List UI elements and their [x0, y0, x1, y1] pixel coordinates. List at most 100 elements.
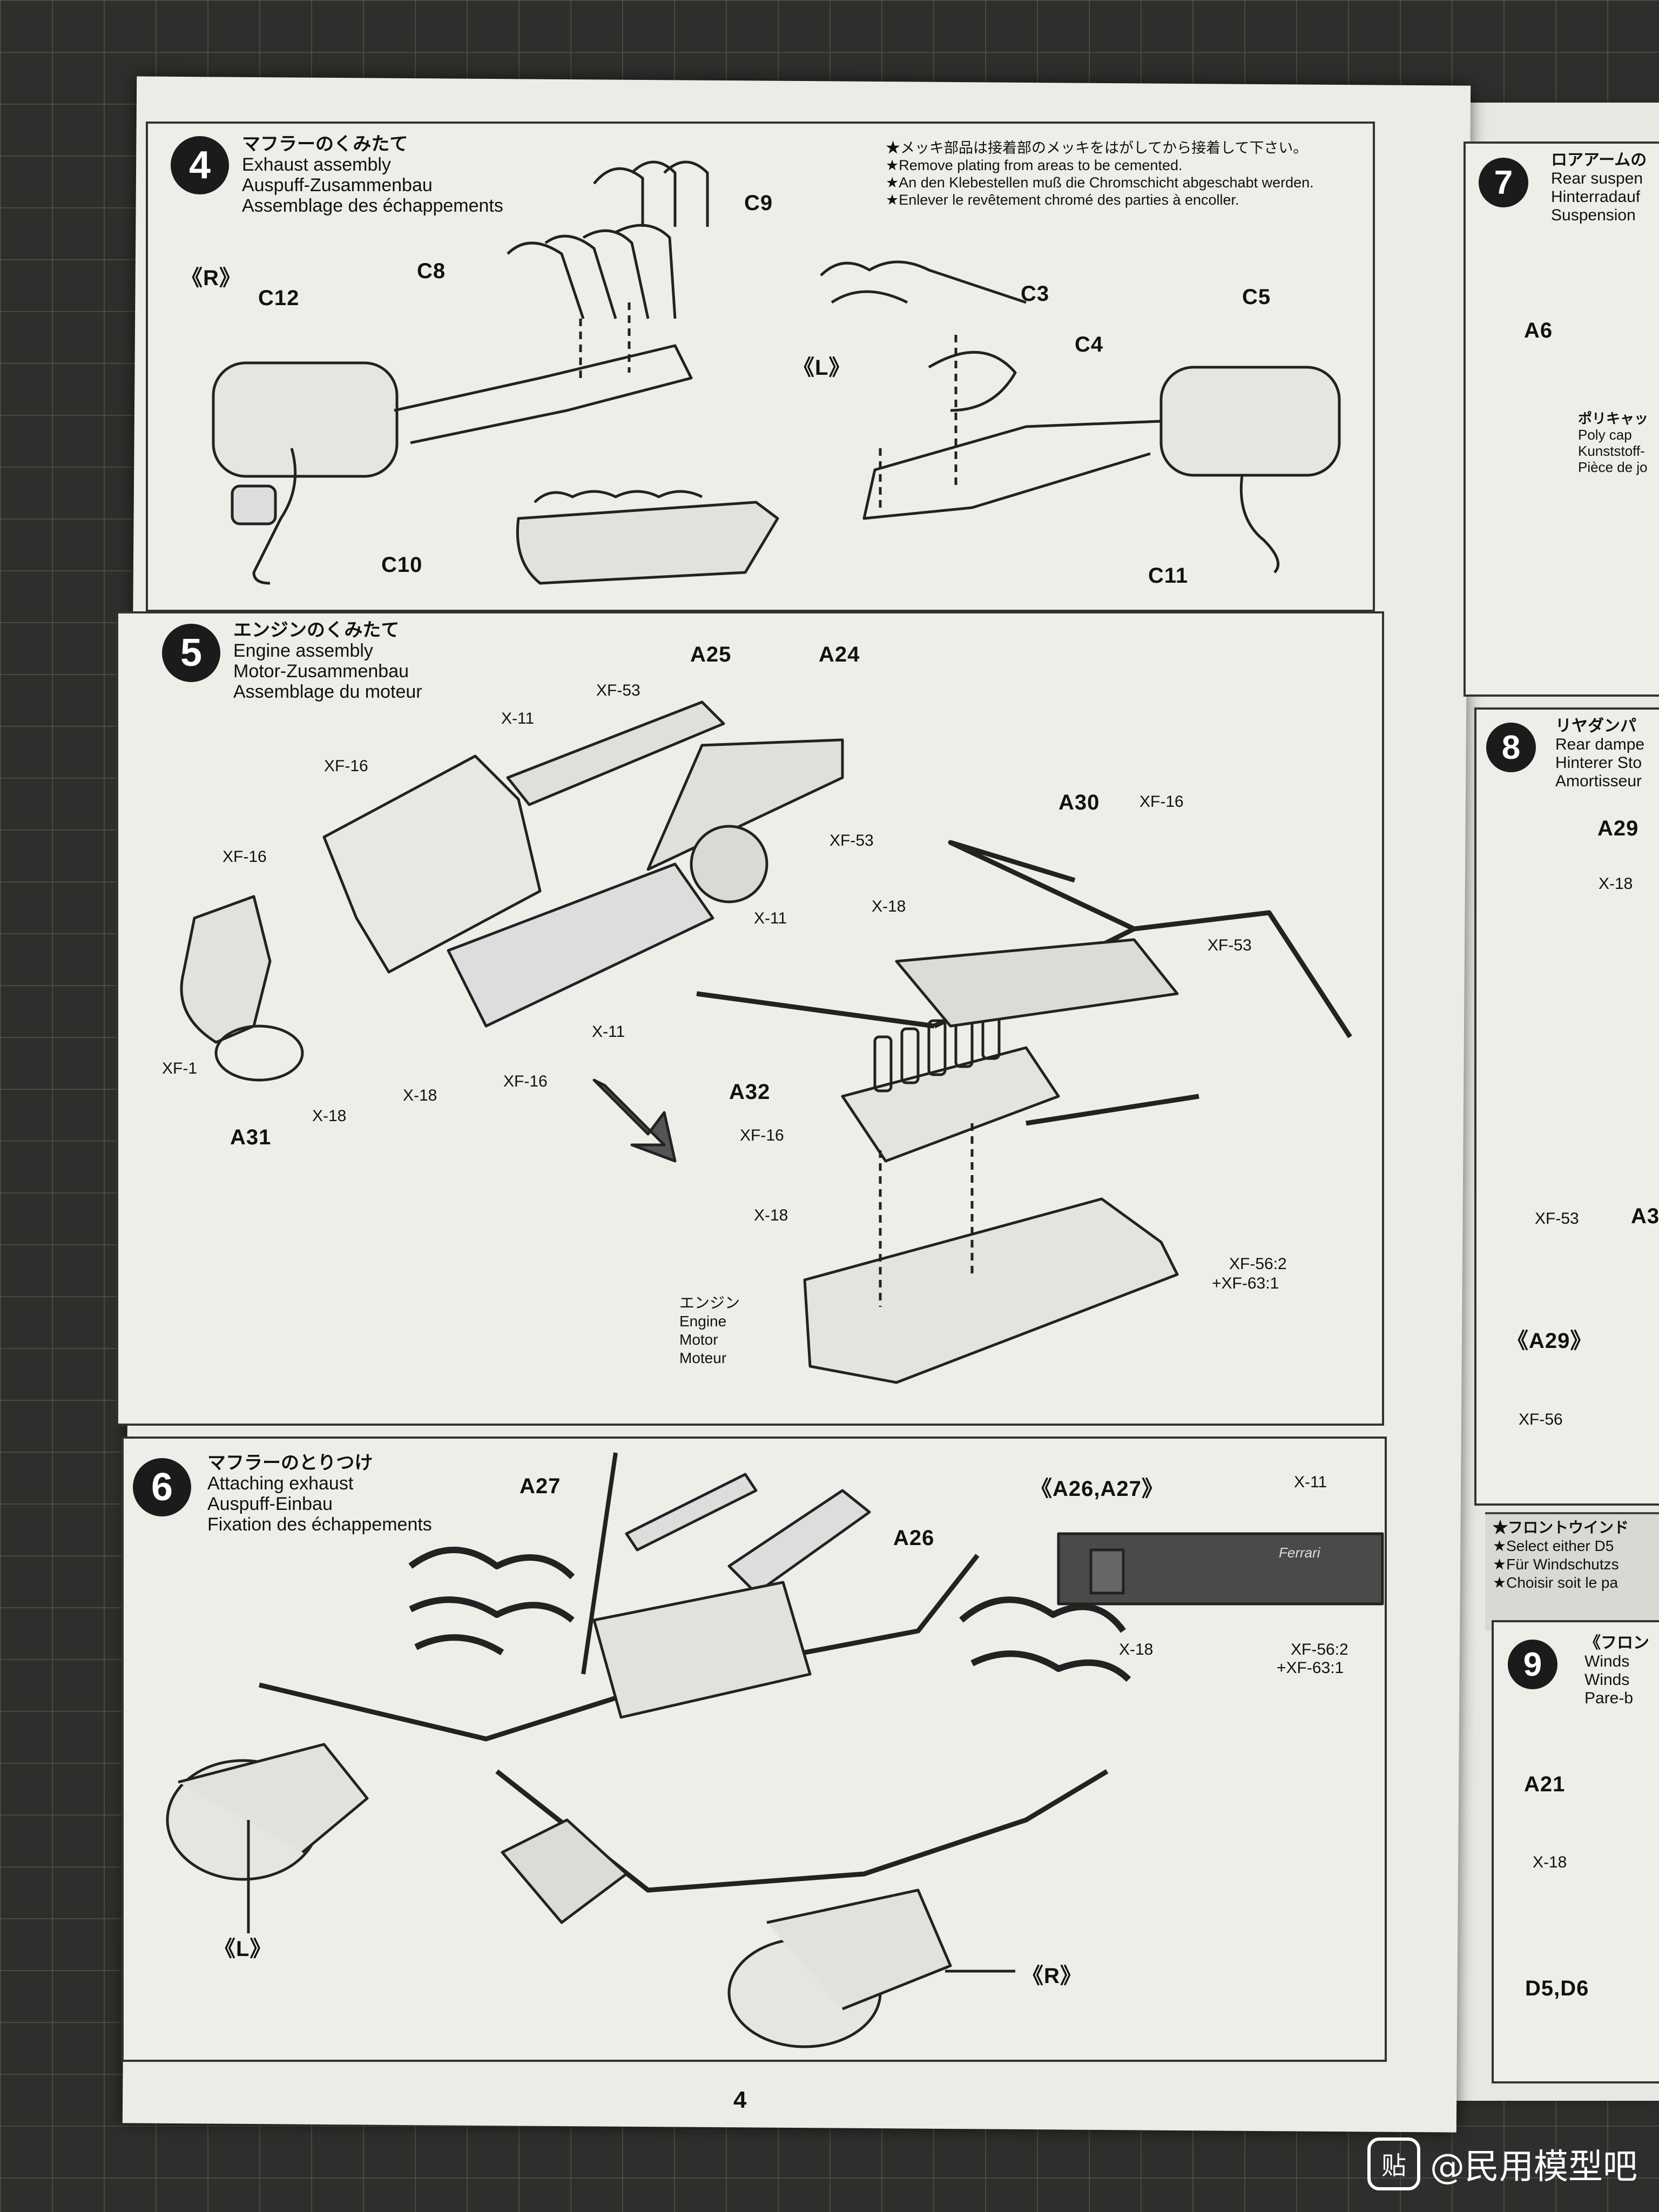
header-c4-shape — [928, 350, 1017, 412]
paint-x11-b: X-11 — [754, 909, 787, 927]
step5-panel — [116, 611, 1384, 1426]
step7-title-de: Hinterradauf — [1551, 188, 1641, 206]
step4-title-fr: Assemblage des échappements — [242, 195, 503, 216]
pipe-l-shape — [862, 420, 1162, 520]
engine-plate-shape — [322, 754, 542, 974]
step6-title-fr: Fixation des échappements — [207, 1514, 432, 1535]
part-c4: C4 — [1075, 333, 1104, 356]
header-c3-shape — [820, 260, 1027, 304]
paint-xf53-a: XF-53 — [596, 682, 640, 699]
ref-view-shape — [516, 501, 779, 585]
part-a31: A31 — [230, 1125, 272, 1149]
step5-title-en: Engine assembly — [233, 640, 373, 661]
watermark-text: @民用模型吧 — [1430, 2147, 1637, 2187]
side-r-label: 《R》 — [181, 266, 241, 290]
step6-number: 6 — [133, 1458, 191, 1516]
inset-xf56: XF-56:2 — [1291, 1641, 1348, 1658]
paint-x18-a: X-18 — [403, 1087, 437, 1104]
step7-number: 7 — [1479, 158, 1528, 207]
part-a29-view: 《A29》 — [1507, 1329, 1593, 1353]
side-l-label: 《L》 — [793, 356, 851, 380]
step4-title-en: Exhaust assembly — [242, 154, 391, 175]
paint-xf16-b: XF-16 — [222, 848, 267, 866]
rod-a27-shape — [581, 1452, 618, 1675]
paint-x11-c: X-11 — [592, 1023, 625, 1041]
inset-x11: X-11 — [1294, 1473, 1327, 1491]
step9-title-jp: 《フロン — [1584, 1634, 1649, 1652]
gearbox-shape — [895, 938, 1179, 1028]
tail-c11-shape — [1239, 475, 1280, 574]
paint-x18-c: X-18 — [872, 898, 906, 915]
polycap-de: Kunststoff- — [1578, 443, 1645, 459]
intake-a27-shape — [625, 1473, 758, 1552]
pipe-r-shape — [394, 344, 693, 444]
step5-title: エンジンのくみたて Engine assembly Motor-Zusammen… — [233, 620, 422, 702]
muffler-l-body-shape — [178, 1743, 369, 1853]
part-c9: C9 — [744, 191, 773, 215]
paint-xf16-d: XF-16 — [1139, 793, 1184, 811]
step7-title: ロアアームの Rear suspen Hinterradauf Suspensi… — [1551, 151, 1647, 225]
inset-logo: Ferrari — [1279, 1545, 1320, 1561]
paint-xf53-right: XF-53 — [1535, 1210, 1579, 1228]
part-a27: A27 — [520, 1474, 561, 1498]
step7-title-jp: ロアアームの — [1551, 151, 1647, 169]
part-c5: C5 — [1242, 285, 1271, 309]
assembled-engine-shape — [803, 1197, 1179, 1384]
step9-title-fr: Pare-b — [1584, 1689, 1634, 1707]
step7-panel — [1464, 141, 1659, 697]
step9-title: 《フロン Winds Winds Pare-b — [1584, 1634, 1649, 1708]
engine-label-de: Motor — [679, 1331, 718, 1348]
paint-xf53-c: XF-53 — [1208, 936, 1252, 954]
note-jp: ★メッキ部品は接着部のメッキをはがしてから接着して下さい。 — [886, 140, 1308, 156]
part-c12: C12 — [258, 286, 300, 310]
polycap-label: ポリキャッ Poly cap Kunststoff- Pièce de jo — [1578, 410, 1648, 475]
paint-x18-step9: X-18 — [1533, 1853, 1567, 1871]
part-a30: A30 — [1058, 791, 1100, 814]
step5-number: 5 — [162, 624, 220, 682]
paint-x18-right: X-18 — [1599, 875, 1633, 893]
gearbox-step6-shape — [501, 1818, 628, 1924]
belt-shape — [214, 1024, 304, 1082]
paint-xf16-e: XF-16 — [740, 1127, 784, 1144]
part-c10: C10 — [381, 553, 423, 577]
paint-x11-a: X-11 — [501, 710, 535, 727]
inset-xf63: +XF-63:1 — [1277, 1659, 1344, 1677]
plating-notes: ★メッキ部品は接着部のメッキをはがしてから接着して下さい。 ★Remove pl… — [886, 139, 1314, 208]
step5-title-jp: エンジンのくみたて — [233, 620, 400, 640]
tieba-icon: 贴 — [1367, 2137, 1420, 2190]
notice-fr: ★Choisir soit le pa — [1493, 1574, 1618, 1591]
windscreen-notice: ★フロントウインド ★Select either D5 ★Für Windsch… — [1485, 1512, 1659, 1631]
polycap-en: Poly cap — [1578, 427, 1632, 443]
part-a6: A6 — [1524, 319, 1553, 342]
engine-step6-shape — [592, 1581, 812, 1719]
step7-title-en: Rear suspen — [1551, 170, 1643, 187]
step6-title: マフラーのとりつけ Attaching exhaust Auspuff-Einb… — [207, 1453, 432, 1535]
side-l-step6: 《L》 — [214, 1937, 272, 1961]
step5-title-fr: Assemblage du moteur — [233, 682, 422, 702]
note-de: ★An den Klebestellen muß die Chromschich… — [886, 174, 1314, 191]
part-a29: A29 — [1597, 817, 1639, 840]
step8-title: リヤダンパ Rear dampe Hinterer Sto Amortisseu… — [1555, 717, 1644, 791]
headers-left-shape — [408, 1547, 575, 1656]
engine-label-fr: Moteur — [679, 1350, 727, 1366]
part-a26: A26 — [893, 1526, 935, 1550]
engine-label: エンジン Engine Motor Moteur — [679, 1294, 740, 1367]
page-number: 4 — [733, 2087, 747, 2113]
step6-title-en: Attaching exhaust — [207, 1473, 354, 1494]
step8-number: 8 — [1486, 723, 1536, 772]
inset-tab-shape — [1089, 1548, 1125, 1595]
part-c11: C11 — [1148, 564, 1189, 588]
step5-title-de: Motor-Zusammenbau — [233, 661, 409, 682]
header-c8-shape — [507, 224, 677, 319]
engine-rail-a25-shape — [506, 700, 725, 806]
ref-header-shape — [534, 490, 703, 503]
step4-title-jp: マフラーのくみたて — [242, 134, 408, 154]
step8-title-fr: Amortisseur — [1555, 772, 1642, 790]
watermark: 贴 @民用模型吧 — [1367, 2137, 1637, 2190]
part-a3: A3 — [1631, 1204, 1659, 1228]
part-c3: C3 — [1021, 282, 1050, 306]
part-a24: A24 — [819, 643, 860, 666]
notice-jp: ★フロントウインド — [1493, 1519, 1629, 1536]
